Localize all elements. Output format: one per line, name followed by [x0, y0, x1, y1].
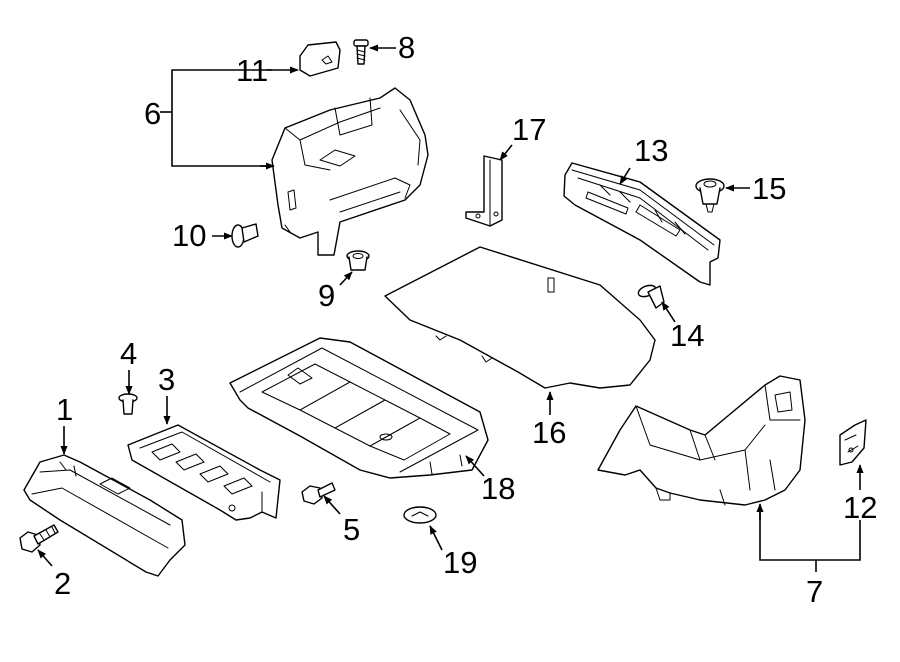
- callout-4: 4: [120, 336, 137, 371]
- part-19-plug: [403, 506, 437, 524]
- leader-13: [619, 167, 631, 185]
- part-17-bracket: [465, 155, 503, 227]
- callout-14: 14: [670, 318, 704, 353]
- callout-5: 5: [343, 512, 360, 547]
- part-14-push-pin: [637, 284, 665, 309]
- part-4-push-pin: [118, 393, 138, 415]
- callout-12: 12: [843, 490, 877, 525]
- leader-7-bracket: [759, 506, 861, 561]
- leader-14: [661, 301, 676, 323]
- callout-2: 2: [54, 566, 71, 601]
- part-12-bracket: [839, 419, 867, 466]
- callout-6: 6: [144, 96, 161, 131]
- part-3-floor-panel: [127, 424, 281, 521]
- callout-3: 3: [158, 362, 175, 397]
- callout-labels: 1 2 3 4 5 6 7 8 9 10 11 12 13 14 15 16 1…: [54, 30, 877, 609]
- part-10-push-pin: [231, 223, 259, 248]
- part-18-spare-tub: [229, 337, 489, 479]
- leader-19: [429, 525, 443, 551]
- part-15-clip: [695, 178, 725, 213]
- callout-9: 9: [318, 278, 335, 313]
- leader-2: [37, 549, 53, 567]
- part-2-bolt: [19, 524, 59, 553]
- leader-9: [339, 271, 353, 286]
- leader-5: [323, 495, 341, 515]
- callout-10: 10: [172, 218, 206, 253]
- leader-lines: [37, 44, 864, 572]
- part-6-left-quarter-trim: [271, 87, 429, 256]
- callout-1: 1: [56, 392, 73, 427]
- leader-17: [499, 144, 513, 161]
- part-1-sill-panel: [23, 454, 186, 577]
- leader-18: [465, 455, 485, 477]
- callout-8: 8: [398, 30, 415, 65]
- callout-17: 17: [512, 112, 546, 147]
- part-16-floor-cover: [384, 246, 656, 389]
- callout-11: 11: [236, 53, 268, 88]
- callout-15: 15: [752, 171, 786, 206]
- part-11-cover: [299, 41, 341, 77]
- leader-6-bracket: [171, 69, 272, 167]
- callout-18: 18: [481, 471, 515, 506]
- part-9-grommet: [346, 250, 370, 271]
- part-8-screw: [353, 39, 369, 65]
- callout-19: 19: [443, 545, 477, 580]
- callout-7: 7: [806, 574, 823, 609]
- callout-16: 16: [532, 415, 566, 450]
- callout-13: 13: [634, 133, 668, 168]
- part-7-right-quarter-trim: [597, 375, 806, 506]
- part-5-bolt: [301, 482, 336, 505]
- part-13-scuff-plate: [563, 162, 721, 286]
